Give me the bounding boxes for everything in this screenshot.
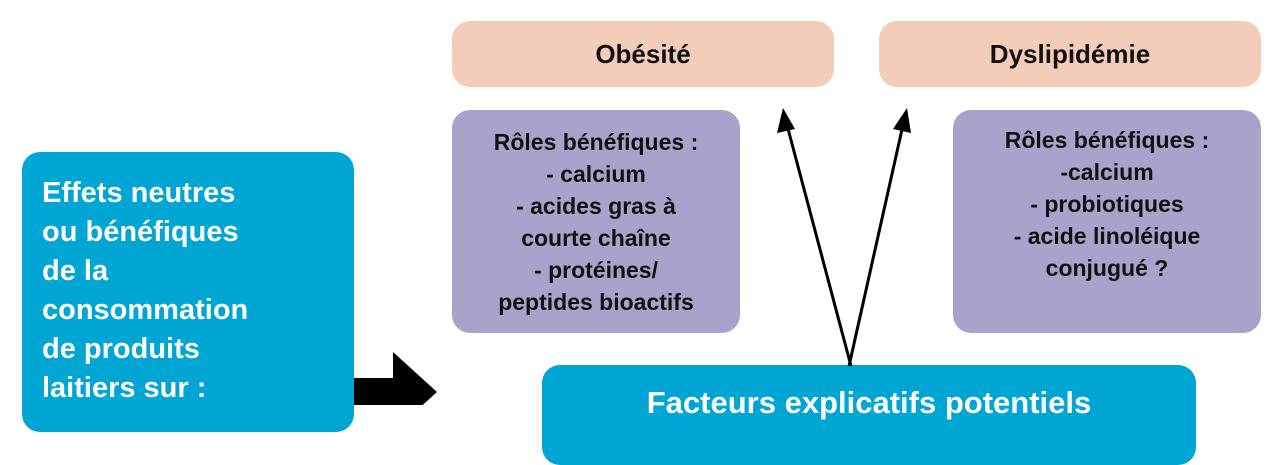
role-line: - acides gras à [516,192,676,219]
obesity-header: Obésité [452,21,834,87]
dairy-effects-line: laitiers sur : [42,372,207,404]
role-line: - calcium [546,160,646,187]
role-line: - probiotiques [1030,191,1184,217]
role-line: - acide linoléique [1013,223,1201,249]
arrow-to-dyslipidemia [847,108,911,367]
obesity-roles-box: Rôles bénéfiques : - calcium - acides gr… [452,110,740,333]
role-line: courte chaîne [521,224,671,251]
role-line: -calcium [1060,159,1154,185]
dairy-effects-line: ou bénéfiques [42,216,239,248]
role-line: conjugué ? [1045,255,1169,281]
role-line: Rôles bénéfiques : [1004,127,1210,153]
dairy-effects-line: Effets neutres [42,177,236,209]
arrows-layer [354,108,911,405]
role-line: - protéines/ [534,256,658,283]
dyslipidemia-roles-box: Rôles bénéfiques : -calcium - probiotiqu… [953,110,1261,333]
dairy-effects-line: de produits [42,333,200,365]
dairy-effects-line: de la [42,255,109,287]
dyslipidemia-title: Dyslipidémie [989,38,1151,69]
obesity-title: Obésité [595,38,691,69]
big-right-arrow [354,352,437,405]
arrow-to-obesity [777,108,853,367]
role-line: Rôles bénéfiques : [493,128,699,155]
role-line: peptides bioactifs [498,288,694,315]
dairy-effects-line: consommation [42,294,249,326]
dyslipidemia-header: Dyslipidémie [879,21,1261,87]
dairy-effects-box: Effets neutres ou bénéfiques de la conso… [22,152,354,432]
